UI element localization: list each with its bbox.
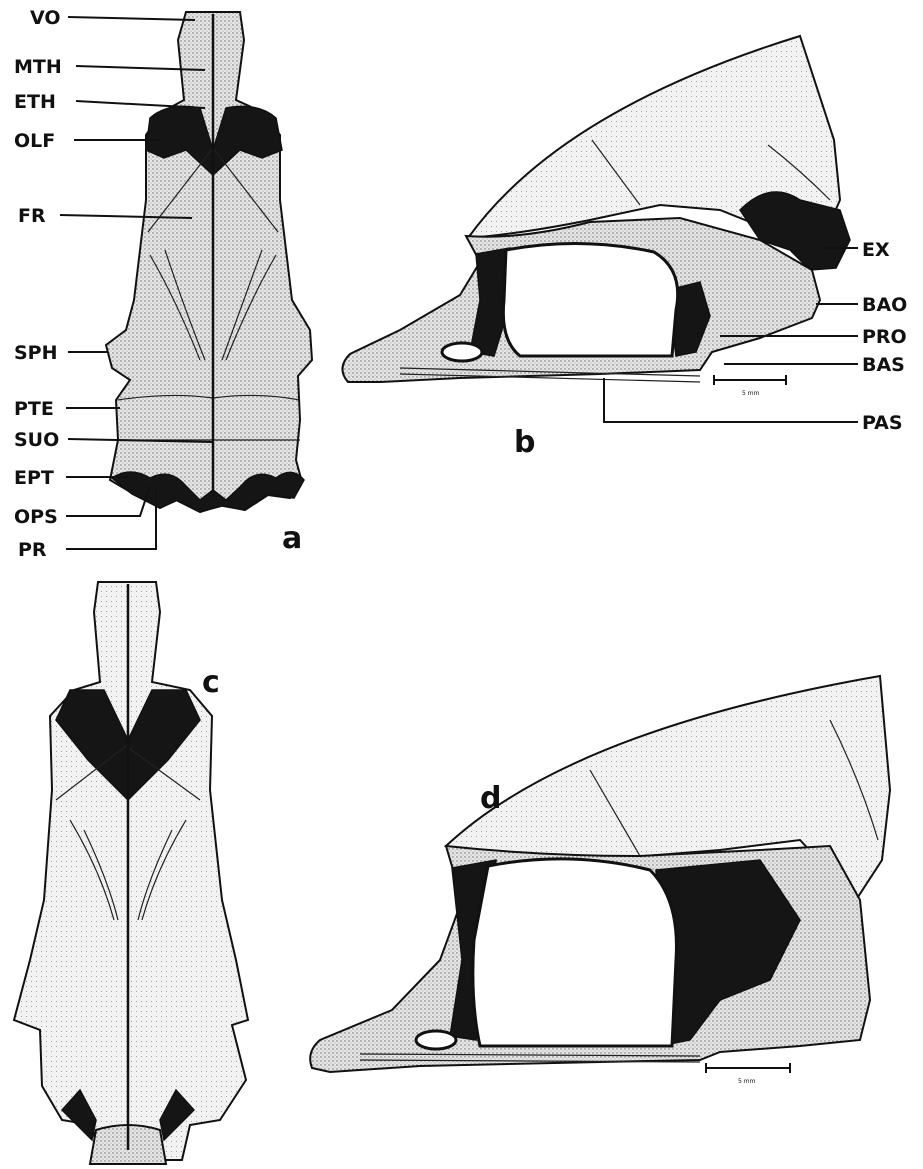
orbit-window-d	[473, 859, 677, 1046]
panel-letter-a: a	[282, 521, 302, 556]
scale-label-b: 5 mm	[742, 390, 760, 397]
panel-b: 5 mm b	[342, 36, 850, 460]
panel-letter-b: b	[514, 425, 535, 460]
anterior-fenestra-d	[416, 1031, 456, 1049]
label-fr: FR	[18, 205, 46, 227]
label-suo: SUO	[14, 429, 59, 451]
label-pte: PTE	[14, 398, 54, 420]
label-pr: PR	[18, 539, 47, 561]
label-ops: OPS	[14, 506, 58, 528]
panel-a: a	[106, 12, 312, 556]
leader-pas	[604, 378, 858, 422]
label-bas: BAS	[862, 354, 905, 376]
label-ex: EX	[862, 239, 890, 261]
label-bao: BAO	[862, 294, 907, 316]
panel-c: c	[14, 582, 248, 1164]
label-pro: PRO	[862, 326, 907, 348]
label-olf: OLF	[14, 130, 55, 152]
label-ept: EPT	[14, 467, 54, 489]
label-sph: SPH	[14, 342, 58, 364]
label-vo: VO	[30, 7, 61, 29]
leader-vo	[68, 17, 195, 20]
panel-letter-c: c	[202, 665, 220, 700]
scale-label-d: 5 mm	[738, 1078, 756, 1085]
label-eth: ETH	[14, 91, 56, 113]
label-mth: MTH	[14, 56, 62, 78]
orbit-window-b	[503, 243, 677, 356]
skull-a-outline	[106, 12, 312, 512]
label-pas: PAS	[862, 412, 903, 434]
panel-letter-d: d	[480, 781, 501, 816]
panel-d: 5 mm d	[310, 676, 890, 1085]
anterior-fenestra-b	[442, 343, 482, 361]
